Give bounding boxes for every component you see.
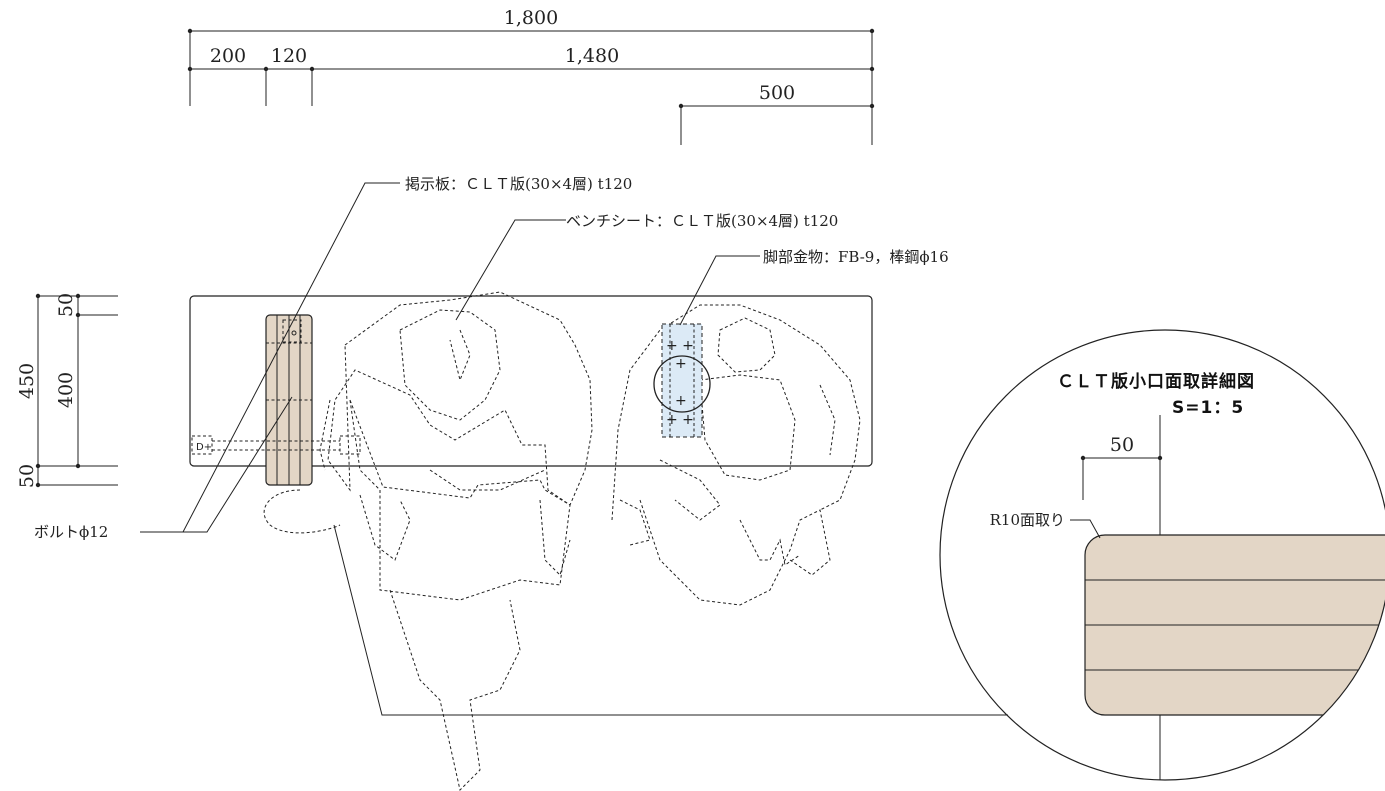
dim-500: 500 bbox=[759, 82, 795, 104]
dim-1480: 1,480 bbox=[565, 45, 619, 67]
detail-title: ＣＬＴ版小口面取詳細図 bbox=[1057, 371, 1255, 392]
callout-notice-board: 掲示板：ＣＬＴ版(30×4層) t120 bbox=[405, 175, 632, 193]
callout-bolt: ボルトϕ12 bbox=[34, 523, 108, 541]
svg-text:+: + bbox=[675, 356, 687, 372]
detail-chamfer-label: R10面取り bbox=[990, 511, 1065, 529]
detail-dim-50: 50 bbox=[1110, 434, 1134, 456]
dim-top-50: 50 bbox=[55, 293, 77, 317]
left-dimensions: 450 400 50 50 bbox=[16, 293, 118, 488]
callout-leg-fitting: 脚部金物：FB-9，棒鋼ϕ16 bbox=[763, 248, 949, 266]
seated-figure-right bbox=[611, 304, 861, 606]
leg-steel-fitting: + + + + + + bbox=[653, 323, 711, 438]
dim-400: 400 bbox=[55, 372, 77, 408]
bolt-phi12: D+ bbox=[191, 435, 361, 455]
svg-text:+: + bbox=[675, 393, 687, 409]
dim-450: 450 bbox=[16, 363, 38, 399]
detail-scale: S=1：5 bbox=[1172, 398, 1244, 418]
seated-figure-left bbox=[319, 291, 593, 791]
dim-bottom-50: 50 bbox=[16, 464, 38, 488]
callout-bench-seat: ベンチシート：ＣＬＴ版(30×4層) t120 bbox=[566, 212, 838, 230]
bench-seat-outline bbox=[189, 295, 873, 467]
dim-120: 120 bbox=[271, 45, 307, 67]
dim-total-width: 1,800 bbox=[504, 7, 558, 29]
top-dimensions: 1,800 200 120 1,480 500 bbox=[187, 7, 875, 145]
notice-board-clt bbox=[263, 314, 341, 534]
dim-200: 200 bbox=[210, 45, 246, 67]
svg-text:+ +: + + bbox=[666, 412, 694, 428]
detail-circle bbox=[939, 329, 1385, 781]
svg-text:D+: D+ bbox=[196, 442, 212, 453]
leader-lines bbox=[140, 182, 1008, 716]
svg-text:+ +: + + bbox=[666, 338, 694, 354]
